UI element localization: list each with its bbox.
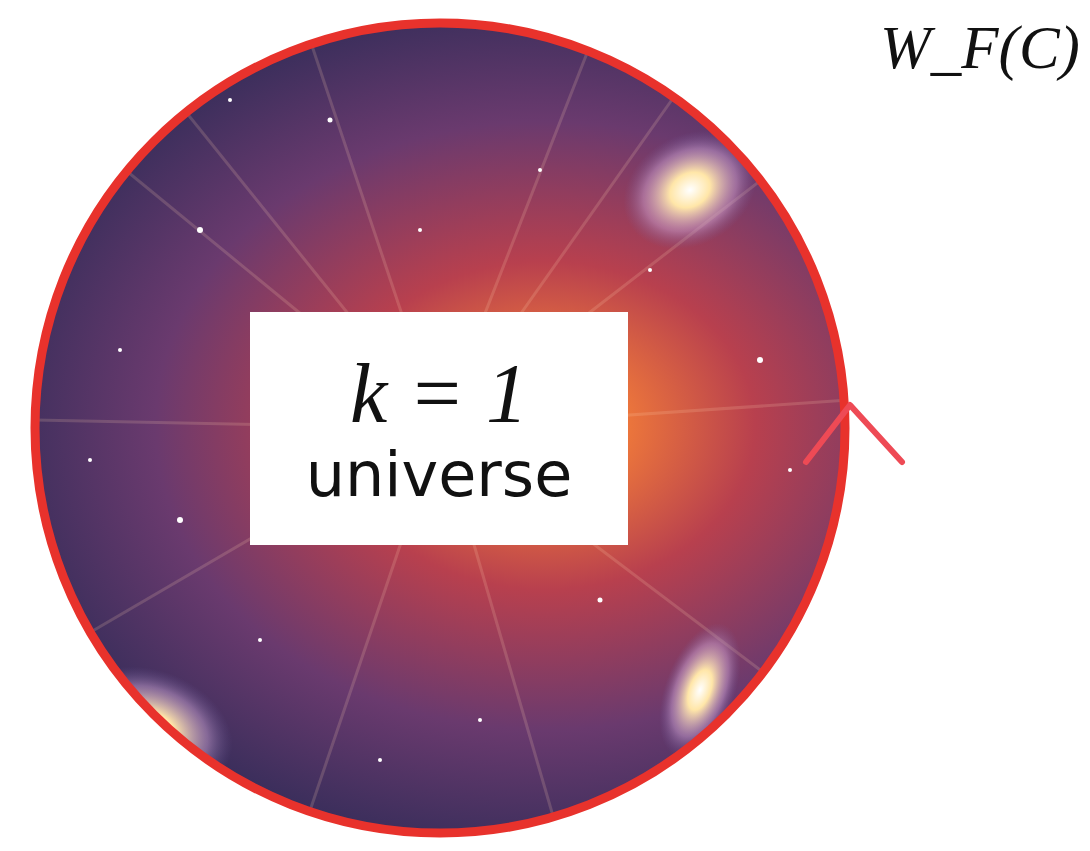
- universe-text: universe: [306, 441, 573, 509]
- universe-circle: W_F(C)k = 1universe: [35, 23, 845, 833]
- orientation-arrow: [806, 405, 902, 462]
- wilson-loop: [35, 23, 845, 833]
- level-text: k = 1: [350, 348, 528, 440]
- loop-label: W_F(C): [880, 13, 1080, 83]
- label-box: k = 1universe: [250, 312, 628, 545]
